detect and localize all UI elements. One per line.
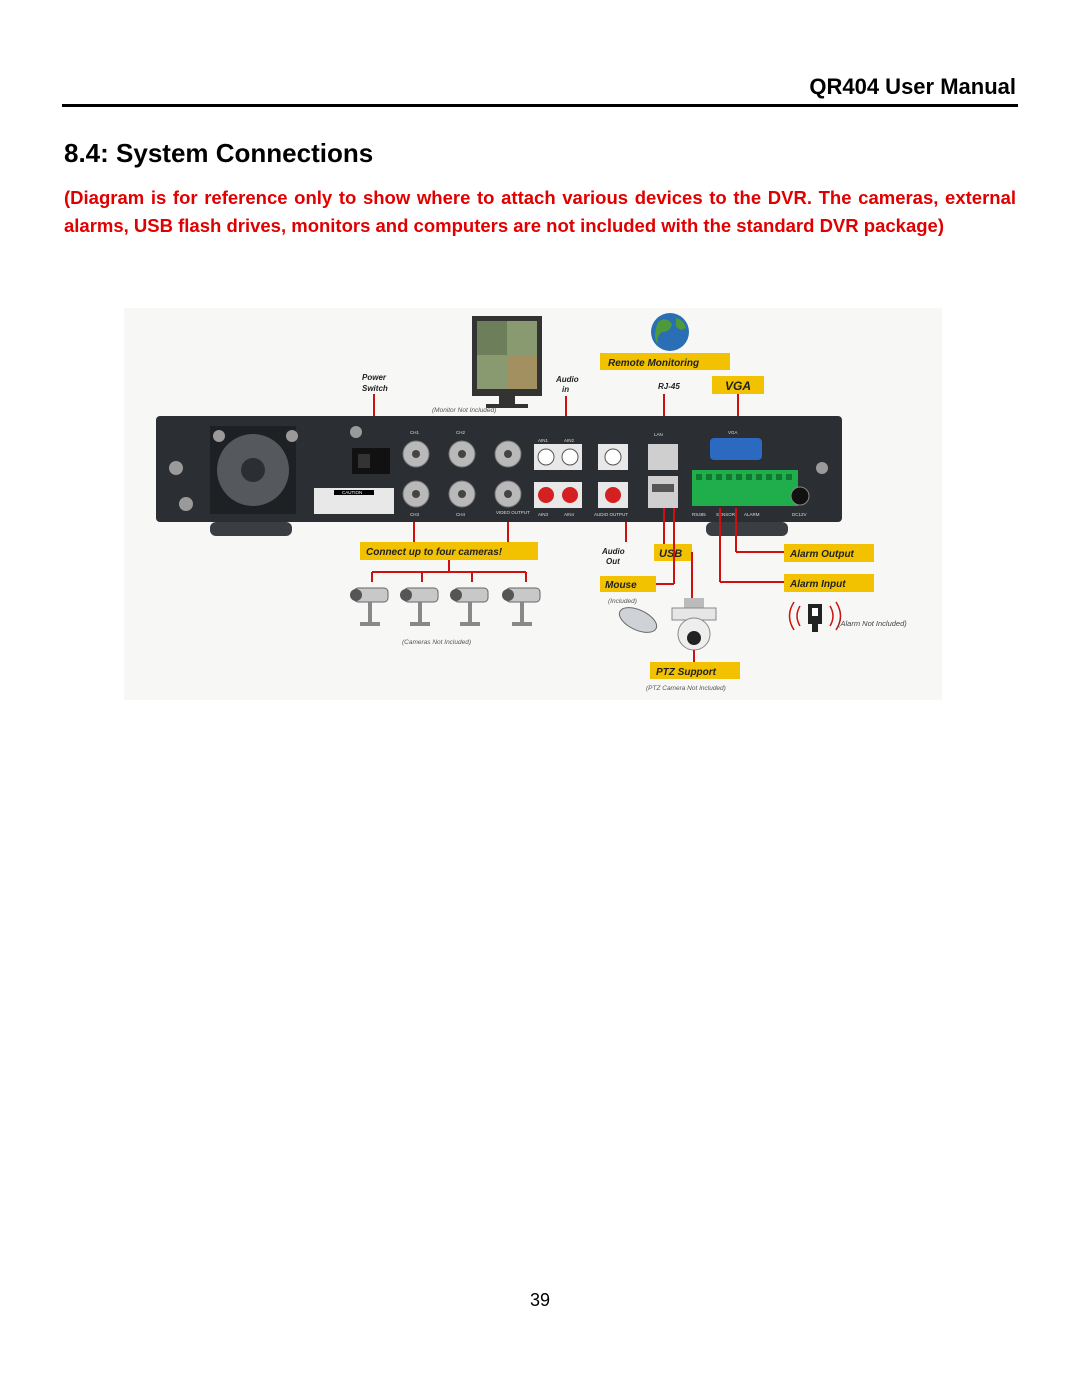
ptz-camera-icon	[671, 598, 717, 651]
header-rule	[62, 104, 1018, 107]
camera-icon-1	[350, 587, 389, 626]
manual-title: QR404 User Manual	[809, 74, 1016, 99]
panel-ain3: AIN3	[538, 512, 549, 517]
monitor-not-included-label: (Monitor Not Included)	[432, 407, 496, 414]
panel-dc12v: DC12V	[792, 512, 807, 517]
mouse-included-label: (Included)	[608, 598, 637, 605]
panel-rs485: RS485	[692, 512, 706, 517]
remote-monitoring-badge	[600, 353, 730, 370]
audio-rca-jacks	[534, 444, 628, 508]
reference-note: (Diagram is for reference only to show w…	[64, 187, 1016, 236]
power-switch-label-2: Switch	[362, 384, 388, 393]
audio-in-label-1: Audio	[555, 375, 579, 384]
audio-out-label-1: Audio	[601, 547, 625, 556]
section-title: 8.4: System Connections	[64, 138, 374, 168]
panel-caution: CAUTION	[342, 490, 362, 495]
remote-monitoring-label: Remote Monitoring	[608, 358, 699, 369]
power-switch-label-1: Power	[362, 373, 387, 382]
alarm-input-label: Alarm Input	[789, 579, 846, 590]
camera-icon-4	[502, 587, 541, 626]
connect-cameras-label: Connect up to four cameras!	[366, 547, 503, 558]
panel-ain2: AIN2	[564, 438, 575, 443]
usb-label: USB	[659, 548, 682, 560]
panel-ch3: CH3	[410, 512, 419, 517]
ptz-not-included-label: (PTZ Camera Not Included)	[646, 685, 726, 692]
audio-in-label-2: in	[562, 385, 569, 394]
page-number: 39	[529, 1290, 551, 1310]
rj45-label: RJ-45	[658, 382, 680, 391]
panel-ch4: CH4	[456, 512, 465, 517]
vga-badge	[712, 376, 764, 394]
panel-sensor: SENSOR	[716, 512, 736, 517]
panel-alarm: ALARM	[744, 512, 760, 517]
camera-icon-3	[450, 587, 489, 626]
dvr-back-panel	[156, 416, 842, 536]
panel-vga: VGA	[728, 430, 738, 435]
audio-out-label-2: Out	[606, 557, 620, 566]
cameras-not-included-label: (Cameras Not Included)	[402, 639, 471, 646]
panel-lan: LAN	[654, 432, 663, 437]
alarm-output-label: Alarm Output	[789, 549, 855, 560]
mouse-badge	[600, 576, 656, 592]
alarm-not-included-label: (Alarm Not Included)	[838, 619, 907, 628]
mouse-label: Mouse	[605, 580, 637, 591]
vga-label: VGA	[725, 379, 751, 393]
system-connections-diagram: (Monitor Not Included) Power Switch Audi…	[124, 308, 942, 700]
alarm-input-badge	[784, 574, 874, 592]
panel-ch2: CH2	[456, 430, 465, 435]
ptz-support-badge	[650, 662, 740, 679]
panel-ain1: AIN1	[538, 438, 549, 443]
panel-audio-output: AUDIO OUTPUT	[594, 512, 628, 517]
connect-cameras-badge	[360, 542, 538, 560]
ptz-support-label: PTZ Support	[656, 667, 717, 678]
alarm-sensor-icon	[788, 601, 842, 632]
panel-video-output: VIDEO OUTPUT	[496, 510, 530, 515]
panel-ain4: AIN4	[564, 512, 575, 517]
alarm-output-badge	[784, 544, 874, 562]
monitor-icon	[472, 316, 542, 408]
camera-icon-2	[400, 587, 439, 626]
mouse-icon	[618, 607, 658, 633]
globe-icon	[651, 313, 689, 351]
panel-ch1: CH1	[410, 430, 419, 435]
